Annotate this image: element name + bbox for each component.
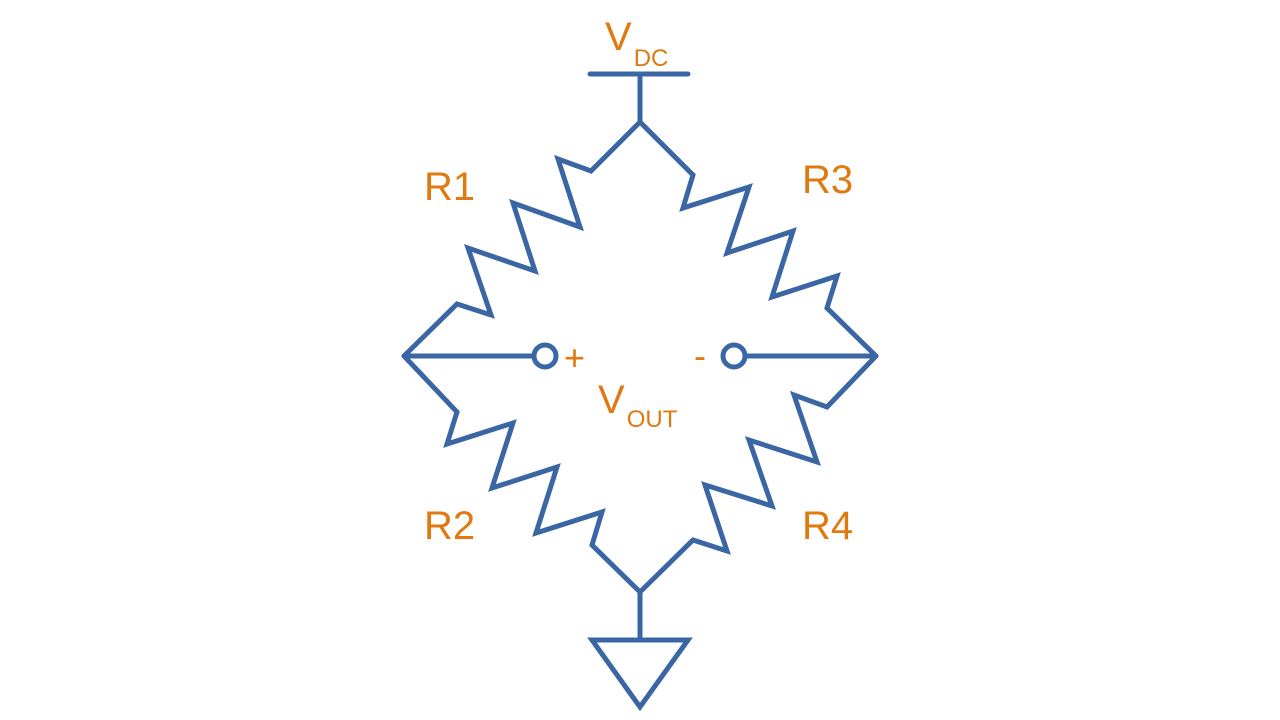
r1-label: R1 [424,165,475,209]
resistor-r4 [637,353,879,595]
r2-label: R2 [424,504,475,548]
resistor-r1 [401,119,643,359]
plus-sign: + [564,337,585,378]
ground-icon [587,637,693,712]
r4-label: R4 [802,504,853,548]
supply-label: VDC [605,15,668,72]
minus-sign: - [694,335,706,376]
resistor-r3 [637,119,879,359]
r3-label: R3 [802,158,853,202]
positive-output-terminal [531,342,559,370]
output-label: VOUT [598,378,678,433]
resistor-r2 [401,353,643,595]
negative-output-terminal [720,342,748,370]
